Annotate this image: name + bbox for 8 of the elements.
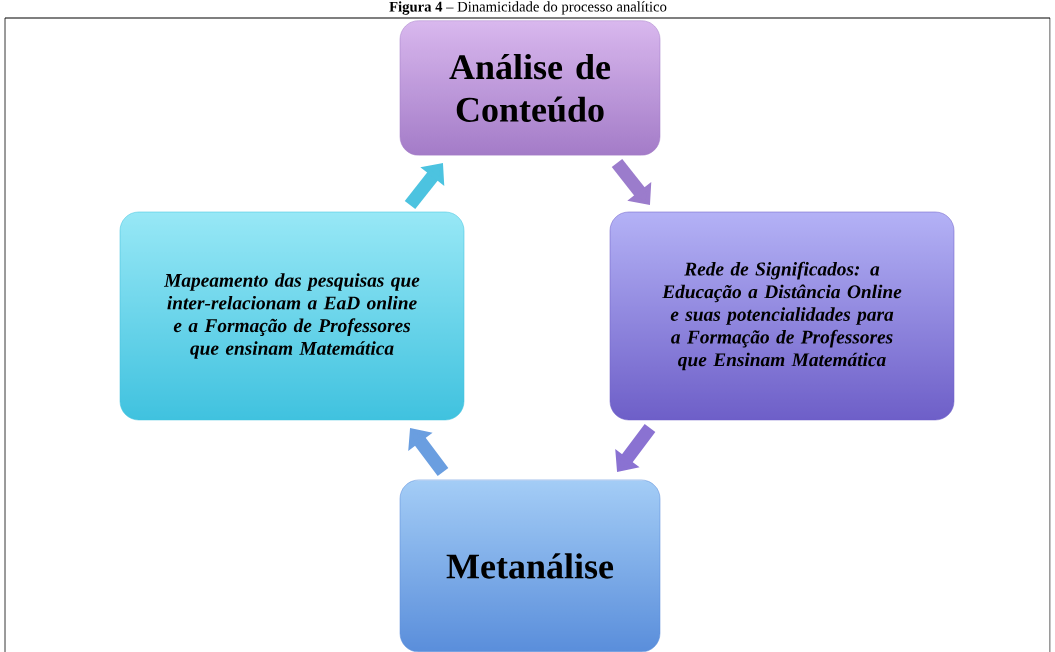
text-box: Rede de Significados: a Educação a Distância Online e suas potencialidades para a Formação de Professores que Ensinam Matemática [609, 211, 955, 421]
arrow [615, 424, 656, 472]
arrow [611, 158, 652, 205]
text-box: Mapeamento das pesquisas que inter-relacionam a EaD online e a Formação de Professores que ensinam Matemática [119, 211, 465, 421]
figure-title: Figura 4 – Dinamicidade do processo analítico [389, 1, 667, 15]
heading-box: Metanálise [399, 479, 661, 652]
arrow [408, 428, 449, 476]
heading-box: Análise de Conteúdo [399, 20, 661, 156]
